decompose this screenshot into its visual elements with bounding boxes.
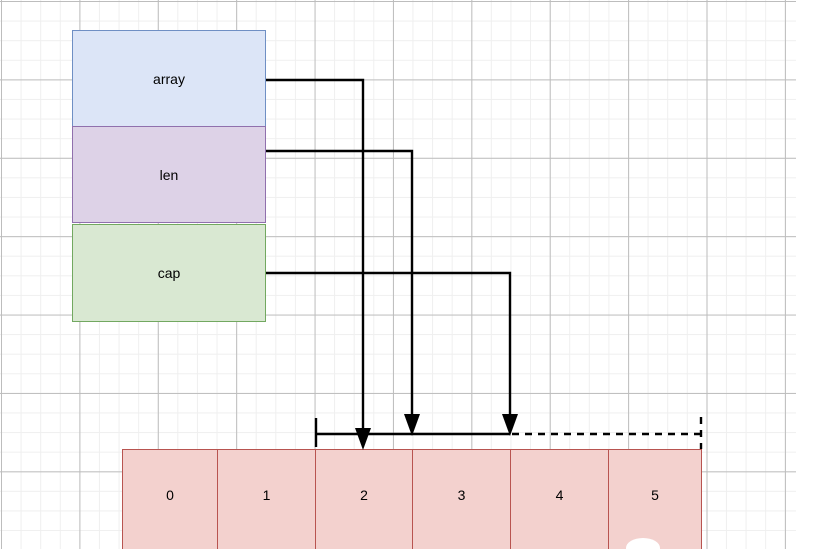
array-cell-label: 0 (166, 487, 174, 503)
array-cell-label: 3 (457, 487, 466, 503)
struct-field-array[interactable]: array (72, 30, 266, 127)
struct-field-cap-label: cap (157, 265, 181, 281)
array-cell[interactable]: 5 (609, 450, 701, 549)
array-cell-label: 1 (262, 487, 271, 503)
struct-field-len-label: len (159, 166, 179, 183)
array-table: 0 1 2 3 4 5 (122, 449, 702, 549)
white-artifact (626, 538, 660, 549)
struct-field-cap[interactable]: cap (72, 224, 266, 322)
array-cell[interactable]: 0 (123, 450, 218, 549)
array-cell-label: 2 (360, 487, 368, 503)
struct-field-array-label: array (153, 70, 185, 87)
array-cell-label: 4 (555, 487, 564, 503)
array-cell-label: 5 (651, 487, 659, 503)
array-cell[interactable]: 1 (218, 450, 316, 549)
array-cell[interactable]: 4 (511, 450, 609, 549)
struct-field-len[interactable]: len (72, 126, 266, 223)
array-cell[interactable]: 2 (316, 450, 413, 549)
array-cell[interactable]: 3 (413, 450, 511, 549)
